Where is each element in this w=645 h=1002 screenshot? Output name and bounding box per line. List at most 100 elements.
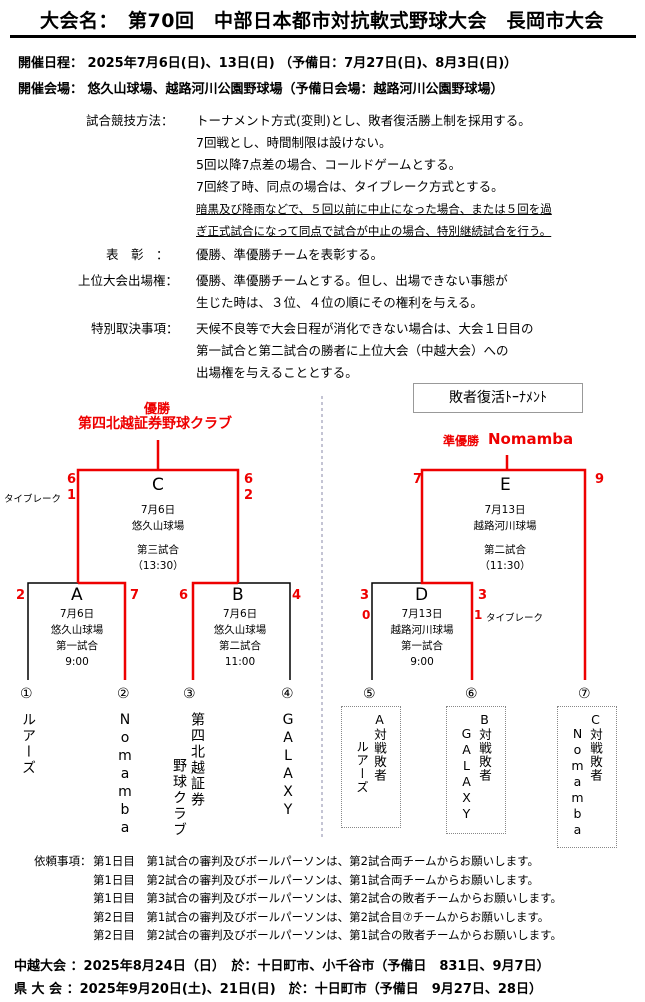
score-a-right: 7 xyxy=(130,588,140,603)
team-3b: 野球クラブ xyxy=(171,758,187,838)
loser-box-6 xyxy=(446,706,506,834)
line-a-left xyxy=(27,582,78,680)
score-d-right2: 1 xyxy=(474,608,483,622)
request-item: 第2日目 第1試合の審判及びボールパーソンは、第2試合目⑦チームからお願いします… xyxy=(93,909,550,924)
score-d-left2: 0 xyxy=(362,608,371,622)
slot-6: ⑥ xyxy=(465,686,478,702)
game-c-info: 7月6日 悠久山球場 第三試合 （13:30） xyxy=(108,502,208,574)
loser-6-a: B対戦敗者 xyxy=(477,712,492,782)
special-label: 特別取決事項： xyxy=(91,321,179,336)
game-b-venue: 悠久山球場 xyxy=(213,624,267,636)
game-b-letter: B xyxy=(232,585,244,605)
game-b-time: 11:00 xyxy=(224,656,256,668)
loser-5-a: A対戦敗者 xyxy=(372,712,387,782)
line-b-right xyxy=(238,582,291,680)
requests-label: 依頼事項： xyxy=(34,854,92,868)
game-c-venue: 悠久山球場 xyxy=(131,520,185,532)
special-line: 天候不良等で大会日程が消化できない場合は、大会１日目の xyxy=(196,321,534,336)
method-line: 7回終了時、同点の場合は、タイブレーク方式とする。 xyxy=(196,179,504,194)
venues-line: 開催会場： 悠久山球場、越路河川公園野球場（予備日会場：越路河川公園野球場） xyxy=(18,82,504,97)
game-d-time: 9:00 xyxy=(410,656,434,668)
score-c-right: 6 xyxy=(244,472,254,487)
score-e-right: 9 xyxy=(595,472,605,487)
game-e-info: 7月13日 越路河川球場 第二試合 （11:30） xyxy=(455,502,555,574)
loser-box-5 xyxy=(341,706,401,828)
method-line: 5回以降7点差の場合、コールドゲームとする。 xyxy=(196,157,462,172)
method-line: 7回戦とし、時間制限は設けない。 xyxy=(196,135,392,150)
upper-line: 優勝、準優勝チームとする。但し、出場できない事態が xyxy=(196,273,508,288)
game-d-venue: 越路河川球場 xyxy=(390,624,454,636)
request-item: 第1日目 第2試合の審判及びボールパーソンは、第1試合両チームからお願いします。 xyxy=(93,872,539,887)
special-line: 出場権を与えることとする。 xyxy=(196,365,358,380)
runnerup-team: Nomamba xyxy=(488,430,574,448)
team-4: GALAXY xyxy=(280,712,296,820)
score-d-left: 3 xyxy=(360,588,370,603)
game-b-date: 7月6日 xyxy=(222,608,258,620)
game-c-date: 7月6日 xyxy=(140,504,176,516)
score-d-right: 3 xyxy=(478,588,488,603)
game-d-info: 7月13日 越路河川球場 第一試合 9:00 xyxy=(372,606,472,670)
game-b-slot: 第二試合 xyxy=(219,640,261,652)
game-e-letter: E xyxy=(500,475,511,495)
line-a-win xyxy=(78,581,127,680)
method-label: 試合競技方法： xyxy=(86,113,174,128)
request-item: 第2日目 第2試合の審判及びボールパーソンは、第1試合の敗者チームからお願いしま… xyxy=(93,928,562,942)
winner-label: 優勝 xyxy=(144,402,171,417)
slot-2: ② xyxy=(117,686,130,702)
game-e-time: （11:30） xyxy=(479,560,531,572)
score-b-right: 4 xyxy=(292,588,302,603)
method-line: トーナメント方式(変則)とし、敗者復活勝上制を採用する。 xyxy=(196,113,531,128)
page-title: 大会名： 第70回 中部日本都市対抗軟式野球大会 長岡市大会 xyxy=(40,10,604,32)
score-e-left: 7 xyxy=(413,472,423,487)
game-d-slot: 第一試合 xyxy=(401,640,443,652)
slot-7: ⑦ xyxy=(578,686,591,702)
loser-6-b: GALAXY xyxy=(459,726,474,822)
line-d-left xyxy=(371,582,422,680)
loser-5-b: ルアーズ xyxy=(354,740,369,794)
slot-3: ③ xyxy=(183,686,196,702)
game-a-info: 7月6日 悠久山球場 第一試合 9:00 xyxy=(27,606,127,670)
score-c-right2: 2 xyxy=(244,488,254,503)
prefecture-line: 県 大 会 ：2025年9月20日(土)、21日(日) 於：十日町市（予備日 9… xyxy=(14,982,542,997)
team-3a: 第四北越証券 xyxy=(189,712,205,808)
method-line: 暗黒及び降雨などで、５回以前に中止になった場合、または５回を過 xyxy=(196,202,552,216)
tiebreak-c: タイブレーク xyxy=(4,494,62,505)
loser-box-7 xyxy=(557,706,617,848)
team-2: Nomamba xyxy=(117,712,133,838)
title-rule xyxy=(10,35,636,38)
game-d-date: 7月13日 xyxy=(401,608,443,620)
score-c-left2: 1 xyxy=(67,488,77,503)
game-a-date: 7月6日 xyxy=(59,608,95,620)
award-text: 優勝、準優勝チームを表彰する。 xyxy=(196,247,384,262)
game-c-slot: 第三試合 xyxy=(137,544,179,556)
tiebreak-d: タイブレーク xyxy=(486,613,544,624)
special-line: 第一試合と第二試合の勝者に上位大会（中越大会）への xyxy=(196,343,509,358)
score-c-left: 6 xyxy=(67,472,77,487)
score-b-left: 6 xyxy=(179,588,189,603)
loser-7-a: C対戦敗者 xyxy=(588,712,603,782)
winner-team: 第四北越証券野球クラブ xyxy=(78,416,232,432)
game-a-venue: 悠久山球場 xyxy=(50,624,104,636)
method-list: トーナメント方式(変則)とし、敗者復活勝上制を採用する。 7回戦とし、時間制限は… xyxy=(196,110,552,242)
request-item: 第1日目 第1試合の審判及びボールパーソンは、第2試合両チームからお願いします。 xyxy=(93,854,539,868)
method-line: ぎ正式試合になって同点で試合が中止の場合、特別継続試合を行う。 xyxy=(196,224,552,238)
game-c-letter: C xyxy=(152,475,164,495)
slot-5: ⑤ xyxy=(363,686,376,702)
line-e-win xyxy=(420,468,587,680)
game-e-venue: 越路河川球場 xyxy=(473,520,537,532)
game-a-time: 9:00 xyxy=(65,656,89,668)
upper-text: 優勝、準優勝チームとする。但し、出場できない事態が 生じた時は、３位、４位の順に… xyxy=(196,270,508,314)
request-item: 第1日目 第3試合の審判及びボールパーソンは、第2試合の敗者チームからお願いしま… xyxy=(93,891,562,905)
upper-label: 上位大会出場権： xyxy=(78,273,179,288)
score-a-left: 2 xyxy=(16,588,26,603)
runnerup-label: 準優勝 xyxy=(443,434,480,448)
slot-1: ① xyxy=(20,686,33,702)
special-text: 天候不良等で大会日程が消化できない場合は、大会１日目の 第一試合と第二試合の勝者… xyxy=(196,318,534,384)
game-b-info: 7月6日 悠久山球場 第二試合 11:00 xyxy=(190,606,290,670)
chuetsu-line: 中越大会 ：2025年8月24日（日） 於：十日町市、小千谷市（予備日 831日… xyxy=(14,959,550,974)
dates-line: 開催日程： 2025年7月6日(日)、13日(日) （予備日：7月27日(日)、… xyxy=(18,56,518,71)
upper-line: 生じた時は、３位、４位の順にその権利を与える。 xyxy=(196,295,483,310)
game-a-letter: A xyxy=(71,585,83,605)
game-e-slot: 第二試合 xyxy=(484,544,526,556)
